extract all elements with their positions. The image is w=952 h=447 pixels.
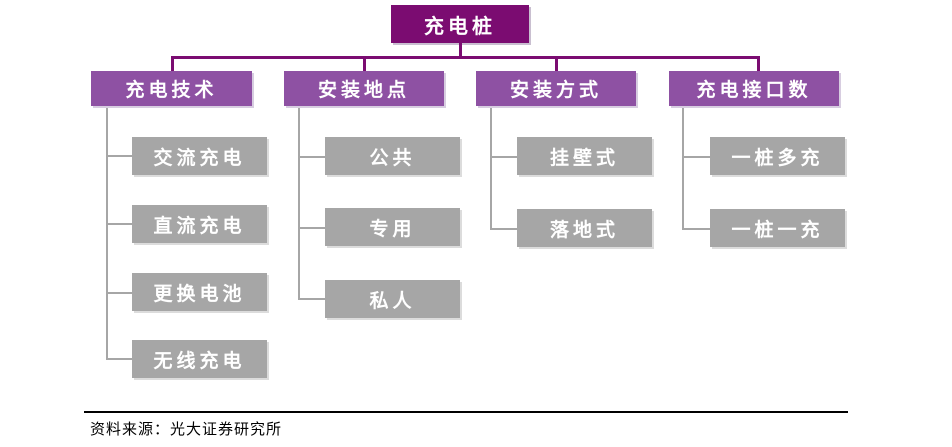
- root-connector: [459, 43, 462, 57]
- leaf-private: 私人: [325, 280, 460, 318]
- leaf-public: 公共: [325, 137, 460, 175]
- column-4-branch-2: [682, 228, 710, 230]
- category-connector-2: [363, 56, 366, 72]
- leaf-one-pile-one-charge: 一桩一充: [710, 209, 845, 247]
- column-3-branch-2: [490, 228, 517, 230]
- column-1-branch-3: [106, 292, 132, 294]
- leaf-floor-standing: 落地式: [517, 209, 652, 247]
- leaf-battery-swap: 更换电池: [132, 273, 267, 311]
- column-3-branch-1: [490, 156, 517, 158]
- column-2-trunk: [298, 108, 300, 300]
- category-connector-4: [757, 56, 760, 72]
- column-1-branch-4: [106, 358, 132, 360]
- footer-rule: [84, 411, 848, 413]
- category-installation-method: 安装方式: [476, 71, 636, 106]
- category-connector-1: [171, 56, 174, 72]
- column-1-branch-2: [106, 223, 132, 225]
- leaf-ac-charging: 交流充电: [132, 137, 267, 175]
- column-1-branch-1: [106, 155, 132, 157]
- leaf-dc-charging: 直流充电: [132, 205, 267, 243]
- column-2-branch-3: [298, 298, 325, 300]
- root-node: 充电桩: [391, 5, 529, 43]
- category-bus: [171, 56, 760, 59]
- category-installation-location: 安装地点: [284, 71, 444, 106]
- column-3-trunk: [490, 108, 492, 230]
- category-interface-count: 充电接口数: [669, 71, 839, 106]
- leaf-dedicated: 专用: [325, 208, 460, 246]
- leaf-wall-mounted: 挂壁式: [517, 137, 652, 175]
- column-1-trunk: [106, 108, 108, 360]
- column-2-branch-2: [298, 227, 325, 229]
- leaf-one-pile-multi-charge: 一桩多充: [710, 137, 845, 175]
- source-note: 资料来源：光大证券研究所: [90, 420, 283, 438]
- category-connector-3: [555, 56, 558, 72]
- column-2-branch-1: [298, 156, 325, 158]
- category-charging-technology: 充电技术: [91, 71, 252, 106]
- leaf-wireless-charging: 无线充电: [132, 340, 267, 378]
- column-4-trunk: [682, 108, 684, 230]
- column-4-branch-1: [682, 156, 710, 158]
